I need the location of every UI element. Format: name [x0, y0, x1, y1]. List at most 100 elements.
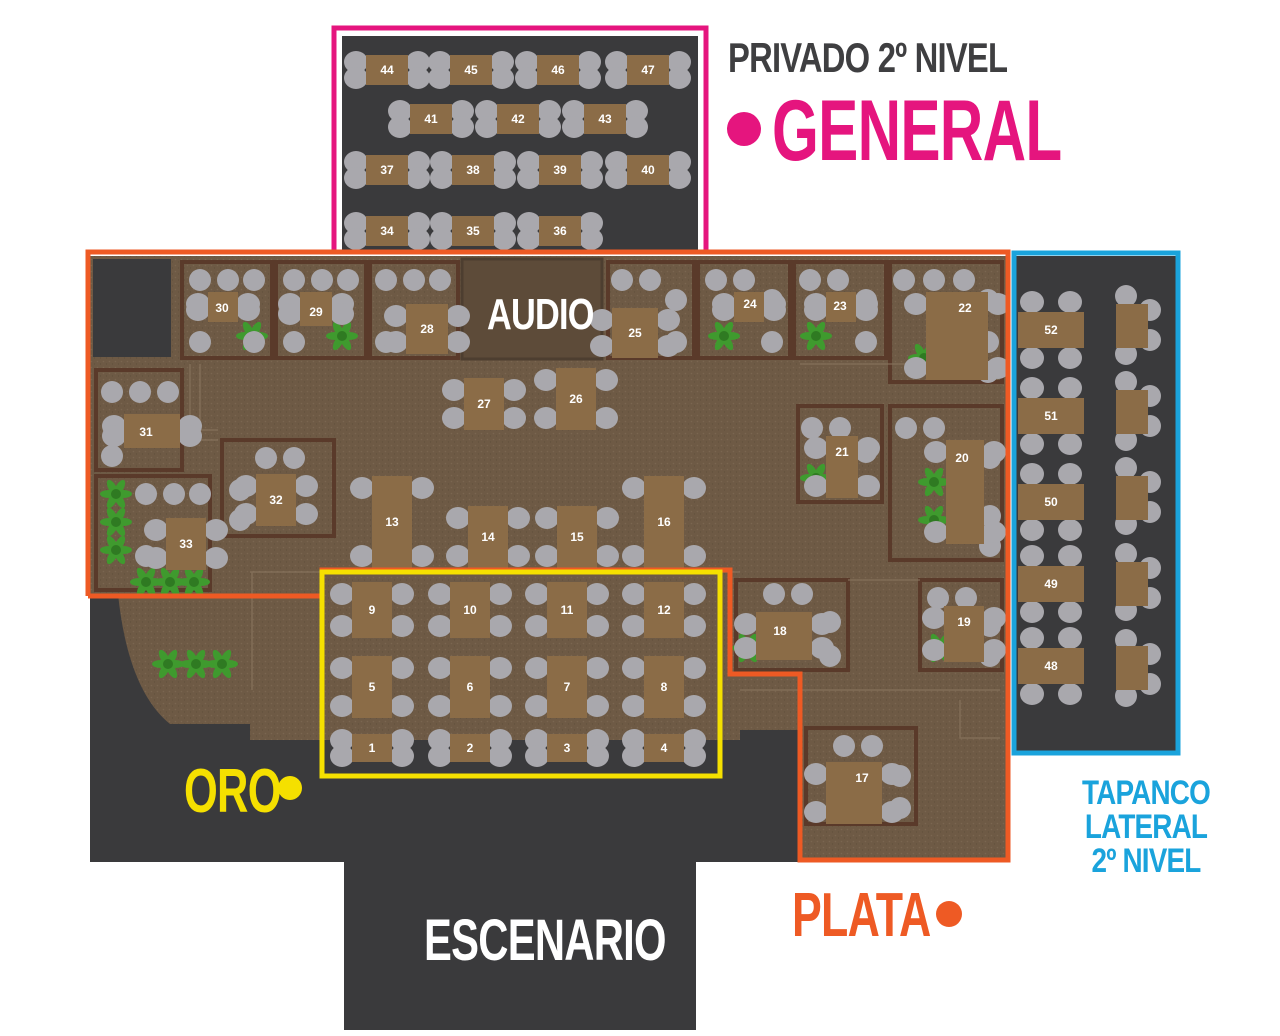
table-34[interactable]: 34 [366, 216, 408, 246]
chair [403, 269, 425, 291]
table-top [450, 656, 490, 718]
table-44[interactable]: 44 [366, 55, 408, 85]
table-37[interactable]: 37 [366, 155, 408, 185]
chair [406, 151, 430, 173]
chair [344, 67, 368, 89]
table-45[interactable]: 45 [450, 55, 492, 85]
table-32[interactable]: 32 [256, 474, 296, 526]
table-50[interactable]: 50 [1018, 484, 1084, 520]
chair [344, 167, 368, 189]
chair [986, 293, 1010, 315]
table-39[interactable]: 39 [539, 155, 581, 185]
table-top [166, 518, 206, 570]
side-table [1116, 646, 1148, 690]
table-48[interactable]: 48 [1018, 648, 1084, 684]
table-13[interactable]: 13 [372, 476, 412, 568]
table-28[interactable]: 28 [406, 304, 448, 354]
table-top [366, 155, 408, 185]
table-2[interactable]: 2 [450, 734, 490, 762]
table-18[interactable]: 18 [756, 612, 812, 660]
chair [855, 331, 877, 353]
chair [446, 507, 470, 529]
table-31[interactable]: 31 [124, 414, 180, 448]
table-24[interactable]: 24 [734, 292, 764, 322]
plant-icon [154, 567, 186, 597]
chair [880, 763, 904, 785]
table-20[interactable]: 20 [946, 440, 984, 544]
chair [804, 437, 828, 459]
table-35[interactable]: 35 [452, 216, 494, 246]
table-16[interactable]: 16 [644, 476, 684, 568]
table-38[interactable]: 38 [452, 155, 494, 185]
chair [390, 695, 414, 717]
table-top [1018, 398, 1084, 434]
chair [428, 657, 452, 679]
table-17[interactable]: 17 [826, 762, 882, 824]
table-9[interactable]: 9 [352, 582, 392, 638]
chair [488, 615, 512, 637]
table-top [1018, 648, 1084, 684]
table-top [366, 55, 408, 85]
table-52[interactable]: 52 [1018, 312, 1084, 348]
chair [682, 477, 706, 499]
table-14[interactable]: 14 [468, 506, 508, 568]
chair [856, 437, 880, 459]
table-27[interactable]: 27 [464, 378, 504, 430]
table-23[interactable]: 23 [826, 292, 856, 322]
chair [428, 729, 452, 751]
chair [236, 299, 260, 321]
table-46[interactable]: 46 [537, 55, 579, 85]
chair [390, 745, 414, 767]
table-8[interactable]: 8 [644, 656, 684, 718]
table-10[interactable]: 10 [450, 582, 490, 638]
chair [1115, 629, 1137, 651]
chair [410, 545, 434, 567]
table-1[interactable]: 1 [352, 734, 392, 762]
chair [594, 369, 618, 391]
table-top [1018, 484, 1084, 520]
chair [810, 613, 834, 635]
table-25[interactable]: 25 [612, 308, 658, 358]
chair [515, 51, 539, 73]
table-top [644, 582, 684, 638]
chair [430, 151, 454, 173]
table-47[interactable]: 47 [627, 55, 669, 85]
table-33[interactable]: 33 [166, 518, 206, 570]
table-42[interactable]: 42 [497, 104, 539, 134]
table-41[interactable]: 41 [410, 104, 452, 134]
table-21[interactable]: 21 [826, 436, 858, 498]
chair [1115, 685, 1137, 707]
table-30[interactable]: 30 [208, 292, 238, 322]
table-26[interactable]: 26 [556, 368, 596, 430]
chair [667, 51, 691, 73]
chair [622, 615, 646, 637]
table-19[interactable]: 19 [944, 606, 984, 662]
table-36[interactable]: 36 [539, 216, 581, 246]
table-3[interactable]: 3 [547, 734, 587, 762]
table-6[interactable]: 6 [450, 656, 490, 718]
table-top [1018, 566, 1084, 602]
table-43[interactable]: 43 [584, 104, 626, 134]
chair [446, 305, 470, 327]
table-40[interactable]: 40 [627, 155, 669, 185]
table-49[interactable]: 49 [1018, 566, 1084, 602]
table-4[interactable]: 4 [644, 734, 684, 762]
chair [330, 615, 354, 637]
table-top [826, 436, 858, 498]
chair [804, 801, 828, 823]
chair [488, 695, 512, 717]
table-number-label: 44 [380, 63, 394, 77]
table-number-label: 21 [835, 445, 849, 459]
table-51[interactable]: 51 [1018, 398, 1084, 434]
table-12[interactable]: 12 [644, 582, 684, 638]
chair [854, 299, 878, 321]
chair [144, 547, 168, 569]
table-5[interactable]: 5 [352, 656, 392, 718]
table-15[interactable]: 15 [557, 506, 597, 568]
table-11[interactable]: 11 [547, 582, 587, 638]
table-7[interactable]: 7 [547, 656, 587, 718]
table-22[interactable]: 22 [926, 292, 988, 380]
plata-zone-dot [936, 901, 962, 927]
chair [624, 116, 648, 138]
table-29[interactable]: 29 [300, 292, 332, 326]
